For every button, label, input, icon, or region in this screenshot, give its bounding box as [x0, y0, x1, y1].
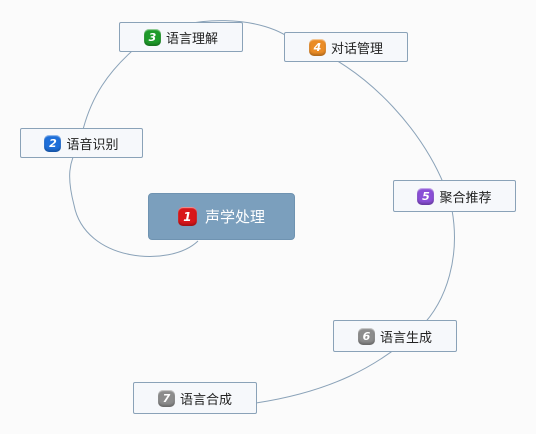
node-label: 语音识别	[66, 137, 119, 153]
number-badge-6-icon: 6	[357, 327, 375, 345]
node-language-understanding[interactable]: 3 语言理解	[119, 22, 243, 52]
node-label: 语言合成	[179, 392, 232, 408]
number-badge-2-icon: 2	[44, 134, 62, 152]
number-badge-1-icon: 1	[177, 207, 197, 226]
node-acoustic-processing[interactable]: 1 声学处理	[148, 193, 295, 240]
node-speech-synthesis[interactable]: 7 语言合成	[133, 382, 257, 414]
node-label: 对话管理	[330, 41, 383, 57]
number-badge-4-icon: 4	[308, 38, 326, 56]
node-label: 语言生成	[379, 330, 432, 346]
node-aggregate-recommendation[interactable]: 5 聚合推荐	[393, 180, 516, 212]
node-label: 聚合推荐	[439, 190, 492, 206]
node-language-generation[interactable]: 6 语言生成	[333, 320, 457, 352]
node-dialog-management[interactable]: 4 对话管理	[284, 32, 408, 62]
number-badge-3-icon: 3	[143, 28, 161, 46]
node-speech-recognition[interactable]: 2 语音识别	[20, 128, 143, 158]
number-badge-5-icon: 5	[417, 187, 435, 205]
number-badge-7-icon: 7	[157, 389, 175, 407]
node-label: 语言理解	[165, 31, 218, 47]
node-label: 声学处理	[204, 208, 265, 226]
